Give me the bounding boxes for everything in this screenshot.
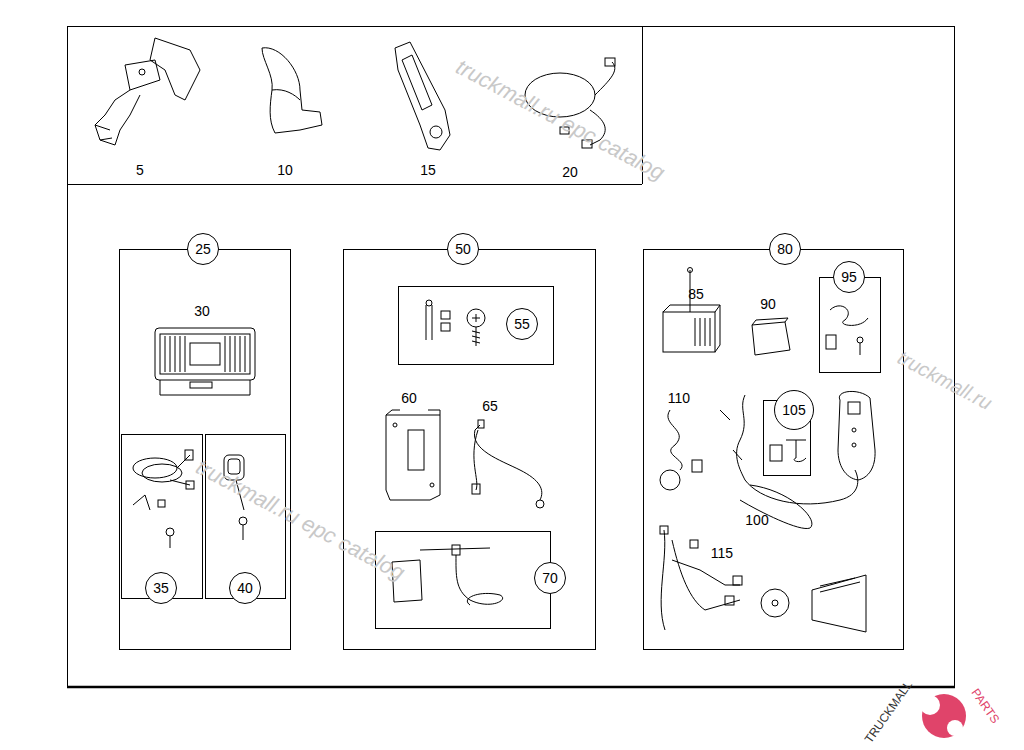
callout-circle: 95 [833, 261, 865, 293]
part-number: 90 [760, 296, 776, 312]
callout-circle: 50 [447, 233, 479, 265]
part-number: 85 [688, 286, 704, 302]
watermark: truckmall.ru epc catalog [451, 54, 668, 186]
callout-circle: 25 [187, 233, 219, 265]
callout-circle: 35 [145, 572, 177, 604]
group-box: 70 [375, 531, 551, 629]
callout-number: 10 [277, 162, 293, 178]
figure-cell: 5 [67, 26, 212, 185]
group-box: 55 [398, 286, 554, 365]
callout-circle: 40 [229, 572, 261, 604]
part-number: 110 [668, 390, 690, 406]
callout-number: 5 [136, 162, 144, 178]
logo-text: PARTS [967, 685, 1002, 726]
part-number: 115 [711, 545, 733, 561]
logo-gear [920, 694, 966, 738]
outer-frame [68, 27, 955, 687]
callout-circle: 105 [774, 390, 814, 430]
callout-number: 15 [420, 162, 436, 178]
watermark: truckmall.ru epc catalog [191, 454, 408, 586]
watermark: truckmall.ru [894, 346, 996, 415]
group-box: 505570 [343, 249, 596, 650]
part-number: 60 [401, 390, 417, 406]
group-box: 95 [819, 277, 881, 373]
callout-circle: 80 [769, 233, 801, 265]
group-box: 105 [763, 400, 811, 476]
part-number: 30 [194, 303, 210, 319]
callout-circle: 55 [506, 308, 538, 340]
figure-cell: 10 [211, 26, 356, 185]
group-box: 35 [121, 434, 203, 599]
figure-cell: 15 [355, 26, 500, 185]
part-number: 65 [482, 398, 498, 414]
callout-circle: 70 [534, 562, 566, 594]
part-number: 100 [745, 512, 768, 528]
callout-number: 20 [562, 164, 578, 180]
